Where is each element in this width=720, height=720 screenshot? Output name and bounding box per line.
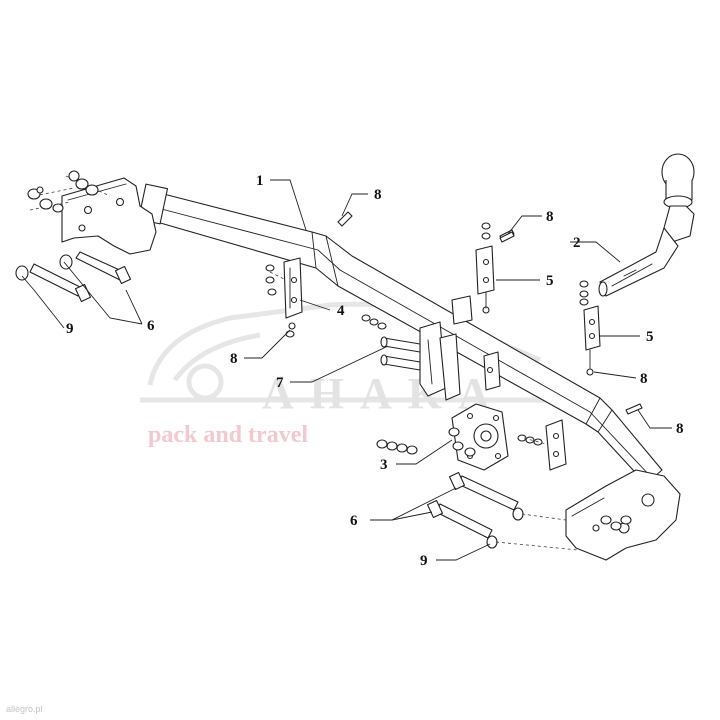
callout-9-right: 9 bbox=[420, 553, 428, 569]
source-credit: allegro.pl bbox=[6, 704, 43, 714]
center-left-bracket bbox=[265, 257, 303, 338]
left-mounting-bracket bbox=[61, 177, 157, 255]
callout-8-right: 8 bbox=[640, 371, 648, 387]
central-hanger-plates bbox=[419, 295, 501, 401]
leader-lines bbox=[21, 179, 672, 561]
callout-8-top: 8 bbox=[374, 187, 382, 203]
tow-ball-assembly bbox=[598, 153, 695, 297]
callout-4: 4 bbox=[337, 303, 345, 319]
callout-9-left: 9 bbox=[66, 321, 74, 337]
center-bolts-part-7 bbox=[361, 314, 421, 455]
left-long-bolts bbox=[15, 251, 132, 303]
callout-1: 1 bbox=[256, 173, 264, 189]
left-hardware-stack bbox=[27, 170, 111, 213]
right-small-bracket bbox=[517, 419, 567, 471]
callout-8-left: 8 bbox=[230, 351, 238, 367]
watermark-tagline: pack and travel bbox=[148, 422, 308, 448]
callout-2: 2 bbox=[573, 235, 581, 251]
callout-6-left: 6 bbox=[147, 318, 155, 334]
callout-8-upper-right: 8 bbox=[546, 209, 554, 225]
callout-6-right: 6 bbox=[350, 513, 358, 529]
electrical-socket-plate bbox=[448, 403, 509, 471]
right-mounting-bracket bbox=[565, 469, 681, 561]
callout-3: 3 bbox=[380, 457, 388, 473]
callout-5-lower: 5 bbox=[646, 329, 654, 345]
callout-7: 7 bbox=[276, 375, 284, 391]
small-bolts-part-8 bbox=[288, 211, 643, 415]
right-long-bolts bbox=[426, 471, 579, 551]
callout-8-far-right: 8 bbox=[676, 421, 684, 437]
callout-5-upper: 5 bbox=[546, 273, 554, 289]
callout-labels: 1 2 3 4 5 5 6 6 7 8 8 8 8 8 9 9 bbox=[66, 173, 684, 569]
lower-right-bracket-5 bbox=[579, 280, 601, 376]
